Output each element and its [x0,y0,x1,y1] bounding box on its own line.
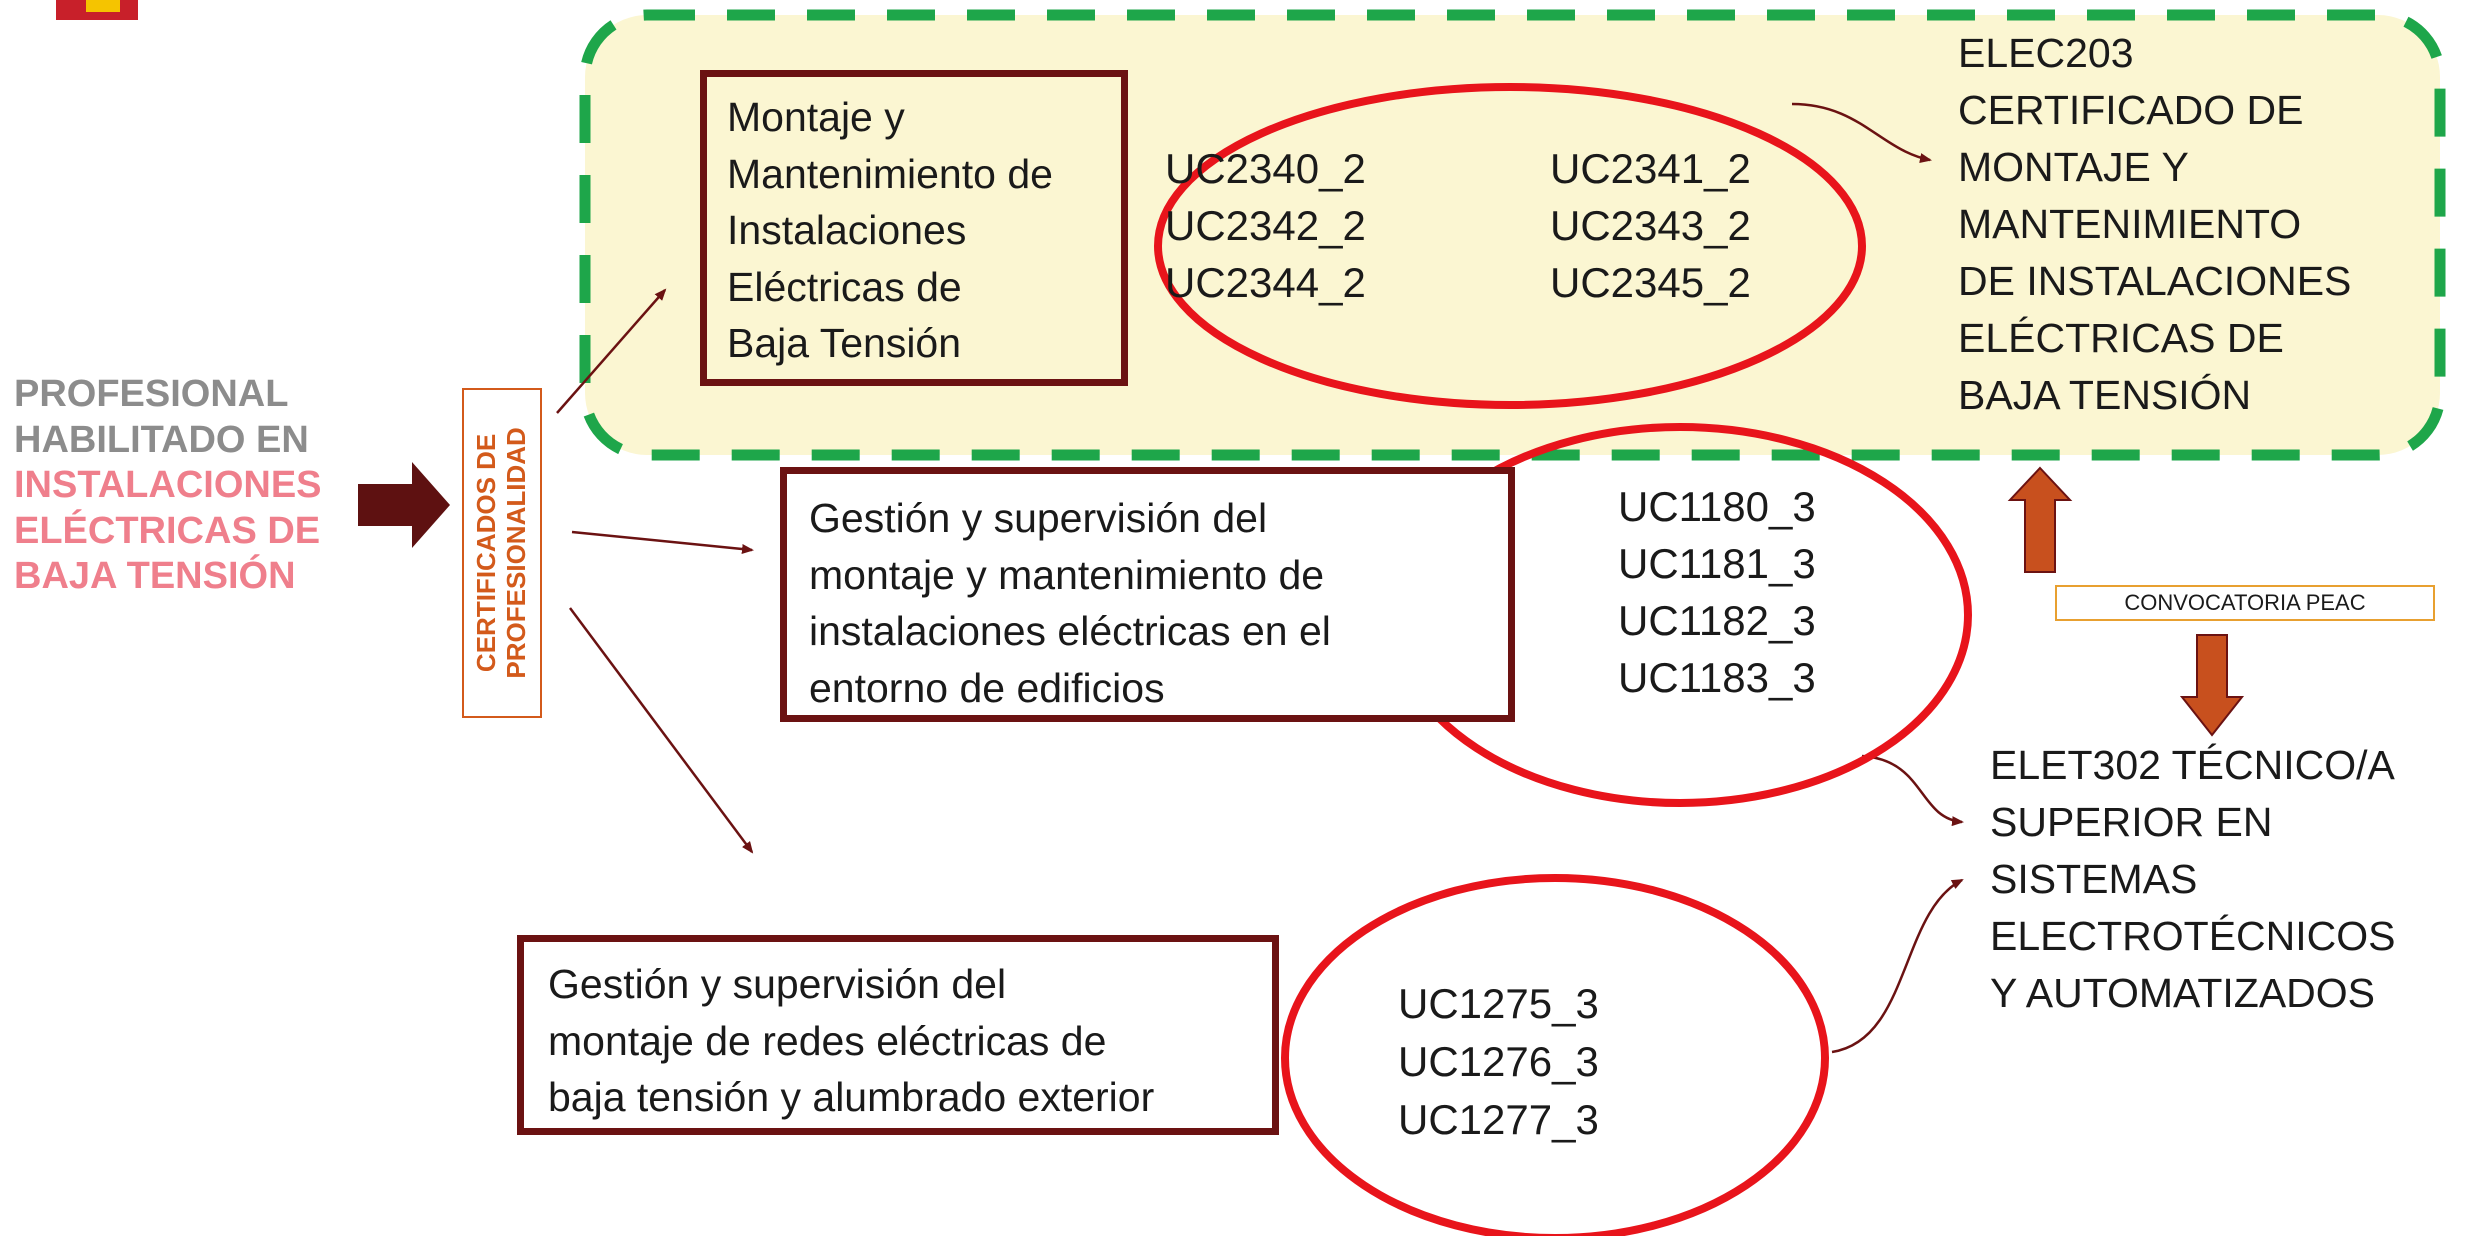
curve-arrow-elec203 [1791,102,1932,163]
box3-text: Gestión y supervisión del montaje de red… [548,961,1155,1121]
box-gestion-redes: Gestión y supervisión del montaje de red… [517,935,1279,1135]
curve-arrow-elet302-b [1831,878,1964,1054]
uc-group3: UC1275_3 UC1276_3 UC1277_3 [1398,980,1599,1143]
curve-arrow-elet302-a [1861,754,1964,827]
uc-group1-right: UC2341_2 UC2343_2 UC2345_2 [1550,145,1751,306]
elec203-certificate-title: ELEC203 CERTIFICADO DE MONTAJE Y MANTENI… [1958,30,2352,418]
convocatoria-peac-label: CONVOCATORIA PEAC [2055,585,2435,621]
left-label-line4: ELÉCTRICAS DE [14,509,321,552]
ellipse-uc-group1 [1154,83,1866,409]
peac-up-arrow [2007,466,2073,573]
elet302-title: ELET302 TÉCNICO/A SUPERIOR EN SISTEMAS E… [1990,742,2396,1016]
left-label-line3: INSTALACIONES [14,464,322,507]
peac-down-arrow [2179,634,2245,737]
left-label-line1: PROFESIONAL [14,373,289,415]
box2-text: Gestión y supervisión del montaje y mant… [809,495,1331,711]
vertical-label-line1: CERTIFICADOS DE [471,433,502,673]
ellipse-uc-group3 [1281,874,1829,1236]
certificados-profesionalidad-label: CERTIFICADOS DE PROFESIONALIDAD [462,388,542,718]
uc-group1-left: UC2340_2 UC2342_2 UC2344_2 [1165,145,1366,306]
left-label-line5: BAJA TENSIÓN [14,555,296,598]
big-right-arrow [358,462,450,548]
logo-fragment [56,0,138,20]
profesional-habilitado-label: PROFESIONAL HABILITADO EN INSTALACIONES … [14,372,322,600]
left-label-line2: HABILITADO EN [14,418,309,461]
box-montaje-baja-tension: Montaje y Mantenimiento de Instalaciones… [700,70,1128,386]
box1-text: Montaje y Mantenimiento de Instalaciones… [727,94,1053,367]
elec203-highlight-group [579,9,2446,461]
arrow-to-box3 [568,607,754,854]
uc-group2: UC1180_3 UC1181_3 UC1182_3 UC1183_3 [1618,483,1816,701]
arrow-to-box2 [571,530,754,554]
box-gestion-edificios: Gestión y supervisión del montaje y mant… [780,467,1515,722]
arrow-to-box1 [556,288,667,414]
vertical-label-line2: PROFESIONALIDAD [501,427,531,679]
